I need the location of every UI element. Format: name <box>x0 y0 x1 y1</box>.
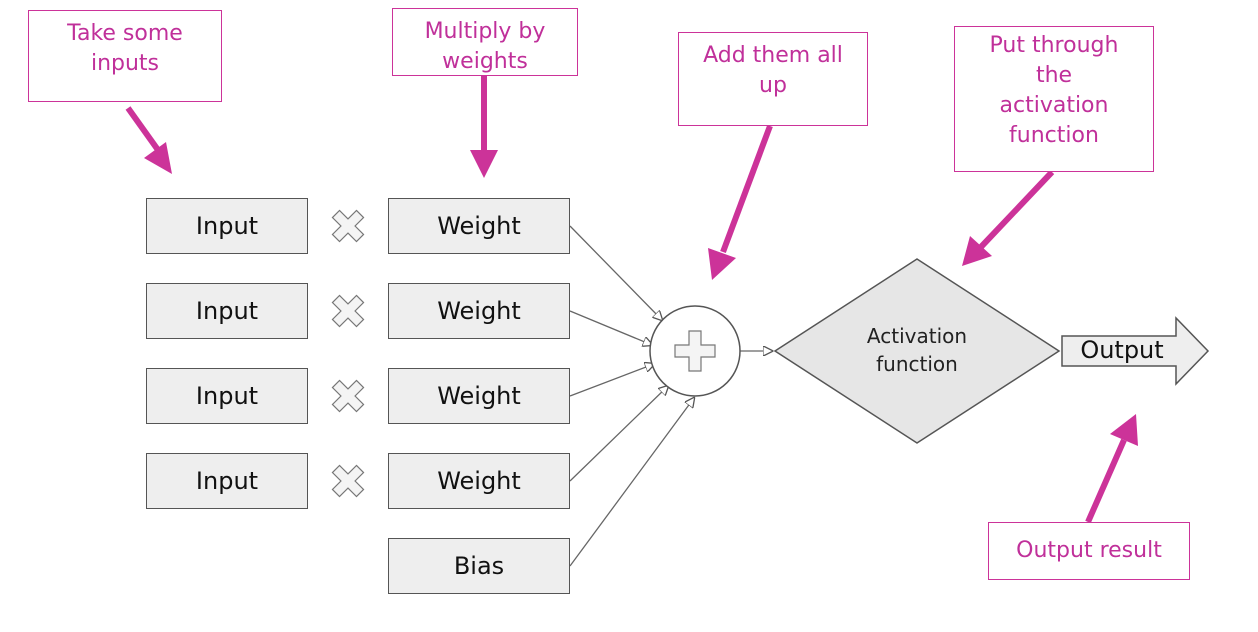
bias-label: Bias <box>453 552 505 580</box>
sum-node <box>649 305 741 397</box>
weight-box: Weight <box>388 368 570 424</box>
activation-diamond <box>773 258 1061 444</box>
weight-box: Weight <box>388 198 570 254</box>
output-label: Output <box>1080 336 1164 364</box>
plus-icon <box>674 330 716 372</box>
output-pointer-arrow <box>1085 438 1127 524</box>
activation-pointer-arrowhead <box>962 236 992 266</box>
annotation-sum: Add them all up <box>678 32 868 126</box>
inputs-pointer-arrow <box>125 106 161 152</box>
bias-connector <box>569 398 694 567</box>
multiply-icon <box>331 379 365 413</box>
input-box: Input <box>146 283 308 339</box>
weight-4-connector <box>569 386 668 482</box>
activation-pointer-arrow <box>977 169 1055 251</box>
bias-box: Bias <box>388 538 570 594</box>
multiply-icon <box>331 294 365 328</box>
input-label: Input <box>195 467 259 495</box>
weight-label: Weight <box>437 212 521 240</box>
inputs-pointer-arrowhead <box>144 142 172 174</box>
annotation-inputs: Take some inputs <box>28 10 222 102</box>
annotation-weights-text: Multiply by weights <box>424 19 546 74</box>
weight-3-connector <box>569 364 654 397</box>
annotation-activation-text: Put through the activation function <box>989 33 1119 148</box>
weight-box: Weight <box>388 283 570 339</box>
annotation-activation: Put through the activation function <box>954 26 1154 172</box>
output-pointer-arrowhead <box>1110 414 1138 446</box>
output-arrow <box>1061 316 1210 386</box>
sum-pointer-arrowhead <box>708 248 736 280</box>
input-label: Input <box>195 382 259 410</box>
annotation-weights: Multiply by weights <box>392 8 578 76</box>
weight-label: Weight <box>437 382 521 410</box>
weight-box: Weight <box>388 453 570 509</box>
input-label: Input <box>195 212 259 240</box>
multiply-icon <box>331 209 365 243</box>
weight-label: Weight <box>437 297 521 325</box>
multiply-icon <box>331 464 365 498</box>
pointer-arrows <box>125 76 1138 524</box>
activation-label: Activation function <box>866 324 968 376</box>
input-box: Input <box>146 198 308 254</box>
weight-2-connector <box>569 310 652 345</box>
input-box: Input <box>146 368 308 424</box>
input-box: Input <box>146 453 308 509</box>
input-label: Input <box>195 297 259 325</box>
annotation-output: Output result <box>988 522 1190 580</box>
weight-1-connector <box>569 225 662 320</box>
weights-pointer-arrowhead <box>470 150 498 178</box>
annotation-output-text: Output result <box>1016 538 1162 563</box>
sum-pointer-arrow <box>720 124 773 254</box>
weight-label: Weight <box>437 467 521 495</box>
annotation-sum-text: Add them all up <box>703 43 843 98</box>
annotation-inputs-text: Take some inputs <box>67 21 183 76</box>
